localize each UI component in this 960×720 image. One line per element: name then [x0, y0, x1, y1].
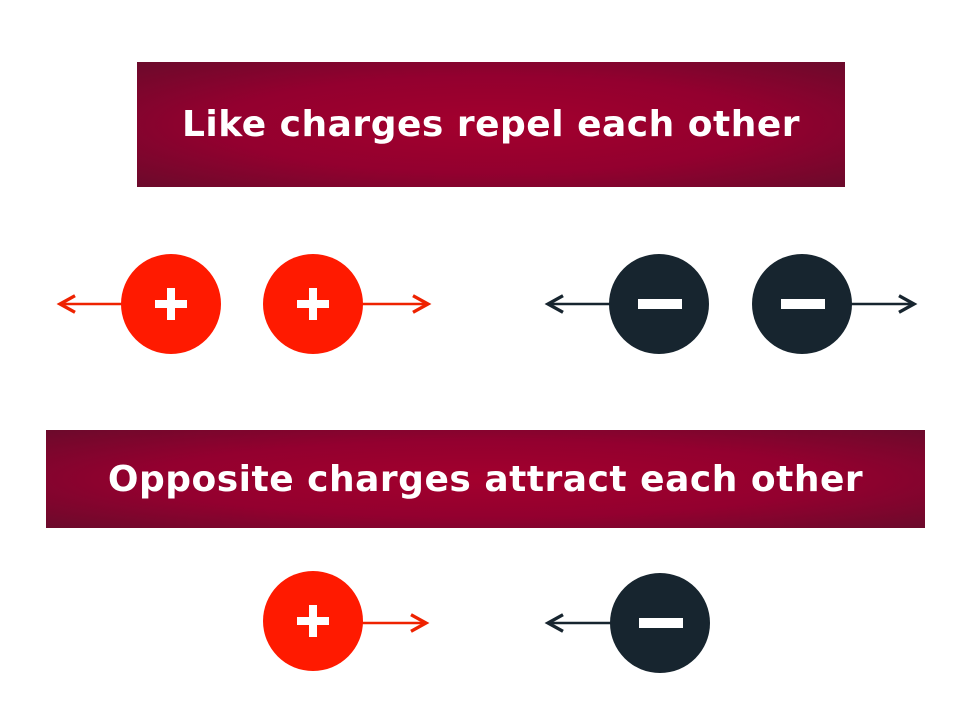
opposite-charges-heading: Opposite charges attract each other — [107, 458, 864, 500]
like-charges-heading: Like charges repel each other — [181, 104, 801, 145]
positive-charge-left-repel — [60, 254, 221, 354]
negative-charge-left-repel — [548, 254, 709, 354]
like-charges-banner: Like charges repel each other — [137, 62, 845, 187]
negative-charge-right-repel — [752, 254, 914, 354]
minus-icon — [639, 618, 683, 628]
negative-charge-attract — [548, 573, 710, 673]
minus-icon — [781, 299, 825, 309]
positive-charge-right-repel — [263, 254, 428, 354]
opposite-charges-banner: Opposite charges attract each other — [46, 430, 925, 528]
positive-charge-attract — [263, 571, 426, 671]
minus-icon — [638, 299, 682, 309]
